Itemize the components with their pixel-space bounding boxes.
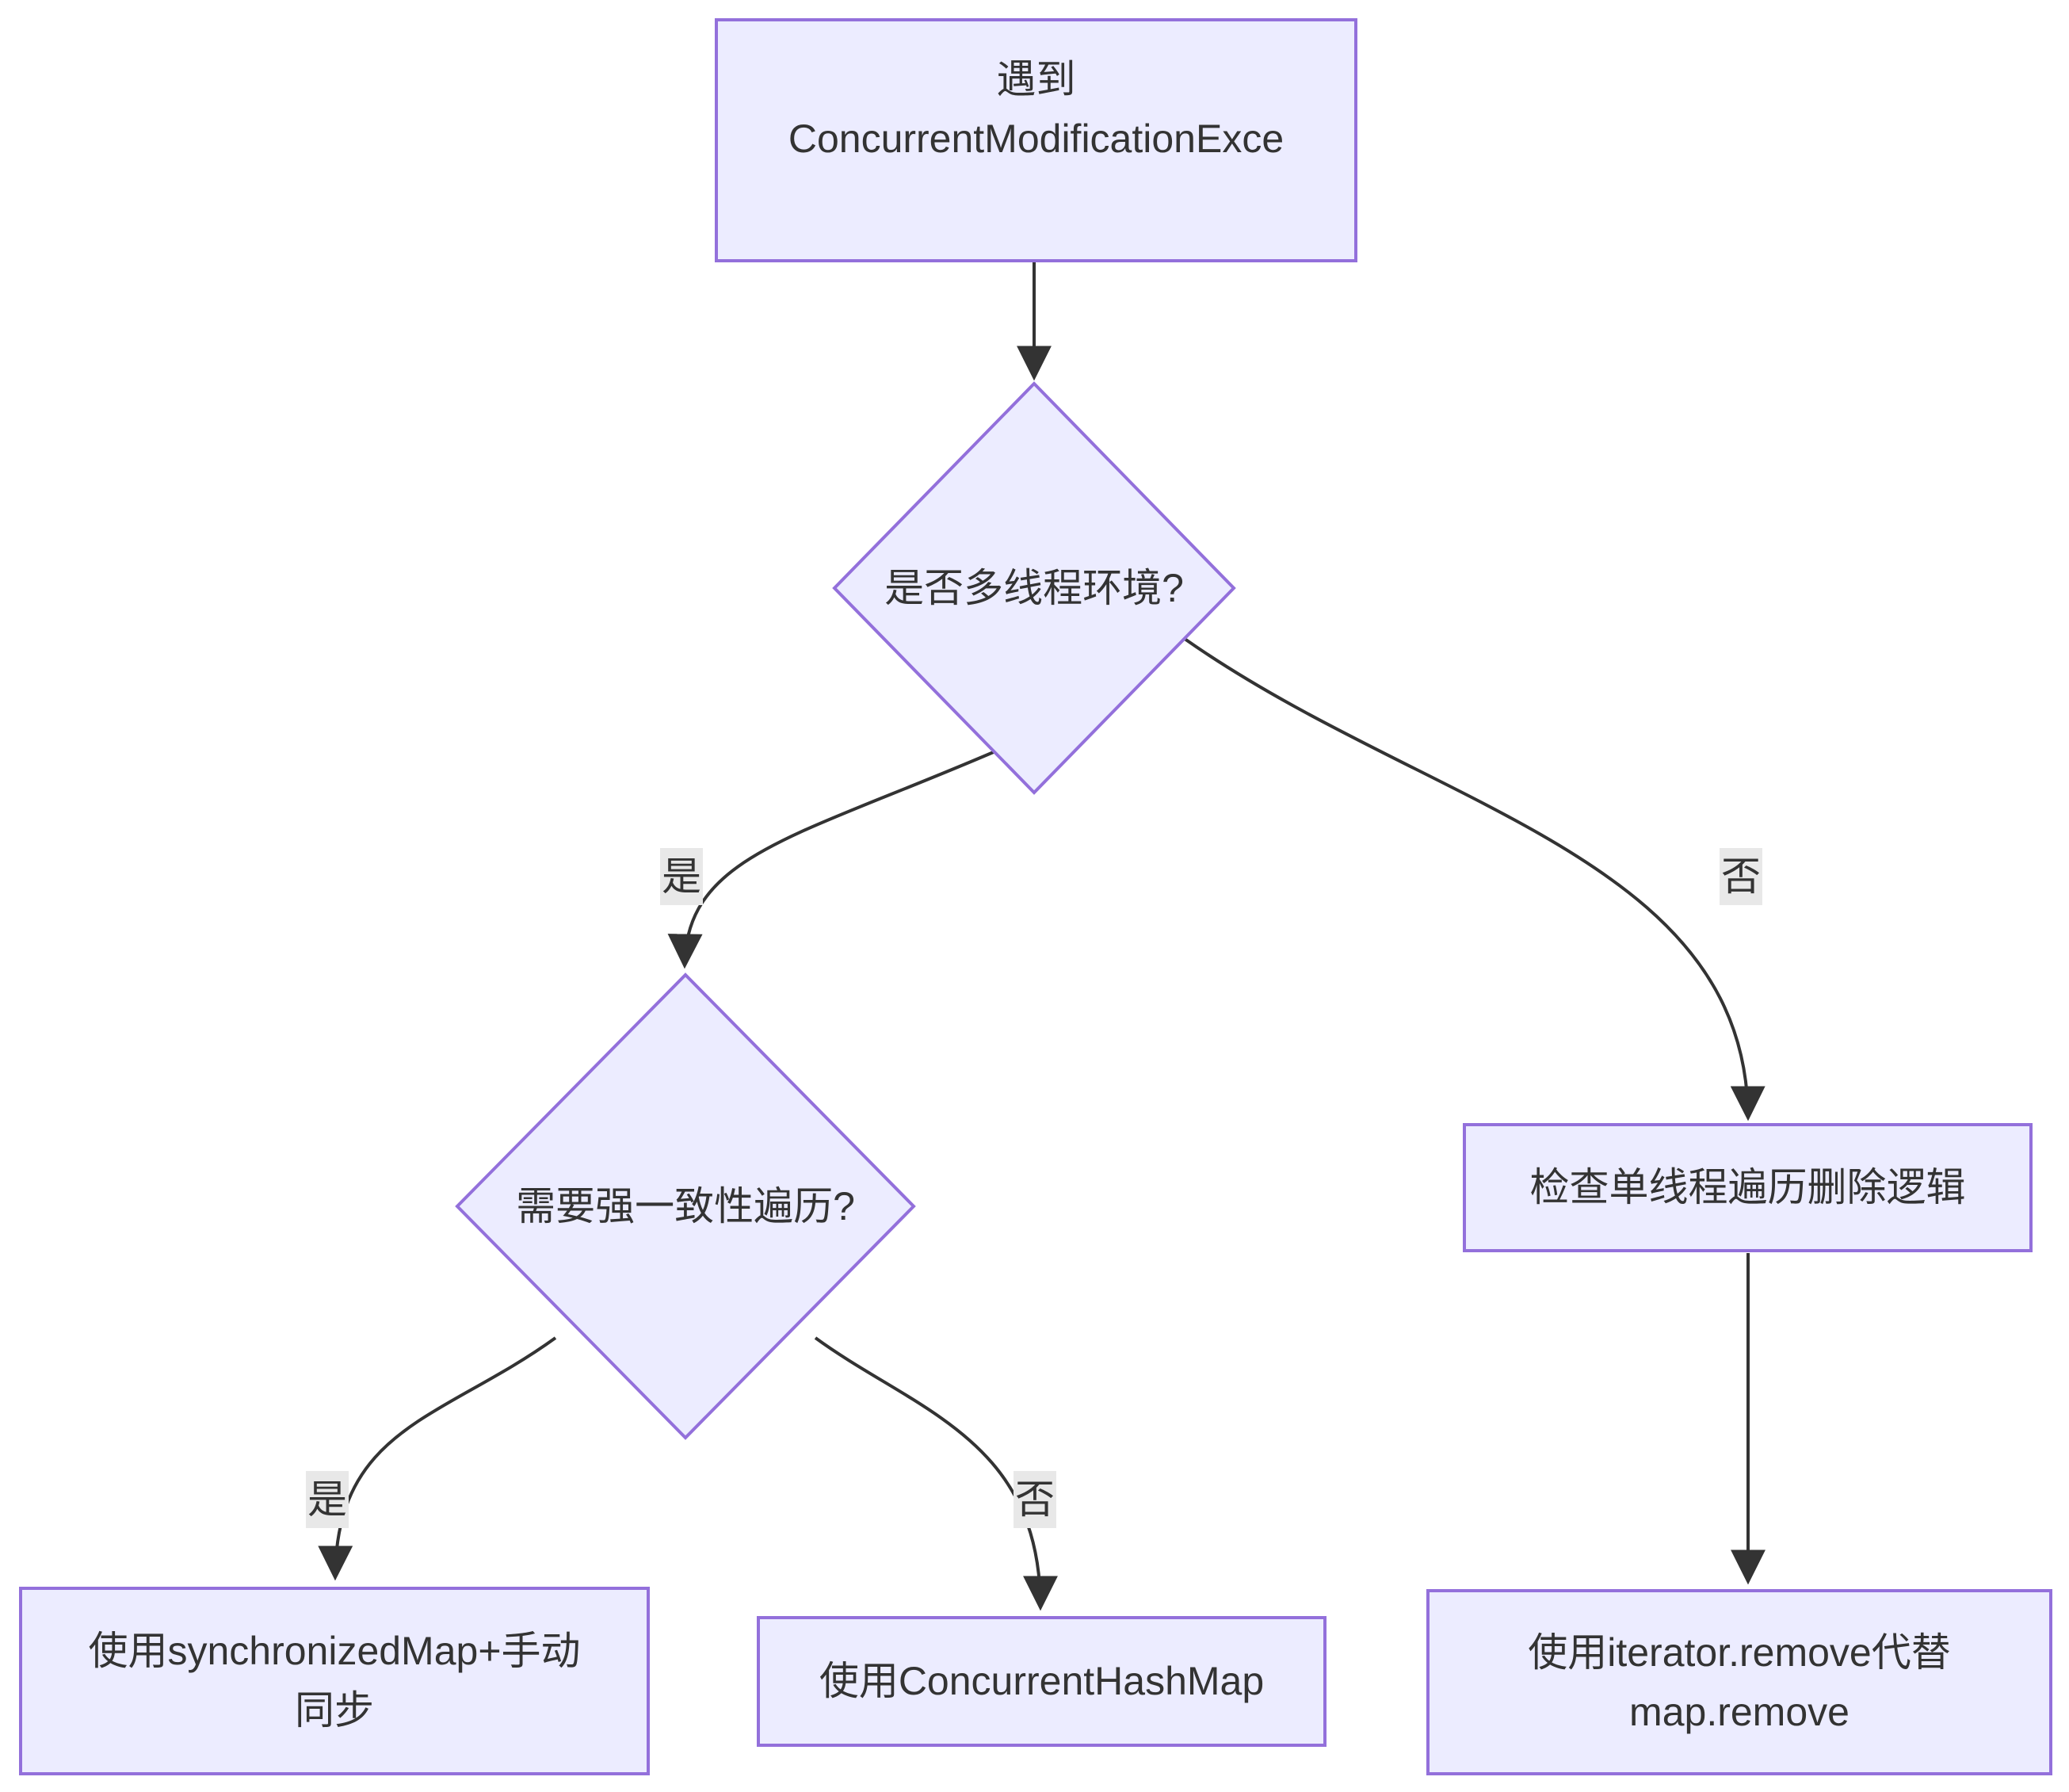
node-use-synchronized-map: 使用synchronizedMap+手动 同步 xyxy=(19,1587,650,1775)
node-start-line2: ConcurrentModificationExce xyxy=(788,117,1285,161)
node-use-iterator-remove: 使用iterator.remove代替 map.remove xyxy=(1426,1589,2052,1775)
edge-label-multithread-no: 否 xyxy=(1720,848,1762,905)
node-use-iterator-remove-line1: 使用iterator.remove代替 xyxy=(1528,1630,1951,1675)
edge-label-multithread-yes: 是 xyxy=(660,848,703,905)
edge-consistency-no-to-chm xyxy=(814,1336,1058,1611)
decision-consistency-diamond xyxy=(455,972,916,1440)
node-start-line1: 遇到 xyxy=(996,57,1076,101)
node-use-iterator-remove-line2: map.remove xyxy=(1629,1689,1850,1734)
edge-label-consistency-yes: 是 xyxy=(306,1471,349,1528)
decision-multithread-label: 是否多线程环境? xyxy=(884,566,1184,610)
edge-multithread-no-to-check-single xyxy=(1183,637,1766,1121)
node-start: 遇到 ConcurrentModificationExce xyxy=(715,18,1357,262)
node-check-single-thread-label: 检查单线程遍历删除逻辑 xyxy=(1529,1165,1966,1209)
node-use-synchronized-map-line2: 同步 xyxy=(295,1688,374,1733)
edge-label-consistency-no: 否 xyxy=(1014,1471,1056,1528)
edge-consistency-yes-to-syncmap xyxy=(318,1336,557,1581)
edge-multithread-yes-to-consistency xyxy=(667,750,996,969)
node-use-synchronized-map-line1: 使用synchronizedMap+手动 xyxy=(88,1629,581,1673)
decision-multithread-diamond xyxy=(832,381,1236,795)
decision-consistency-label: 需要强一致性遍历? xyxy=(516,1184,855,1228)
node-check-single-thread: 检查单线程遍历删除逻辑 xyxy=(1463,1123,2033,1252)
node-use-concurrent-hashmap-label: 使用ConcurrentHashMap xyxy=(819,1659,1265,1703)
node-use-concurrent-hashmap: 使用ConcurrentHashMap xyxy=(757,1616,1327,1747)
